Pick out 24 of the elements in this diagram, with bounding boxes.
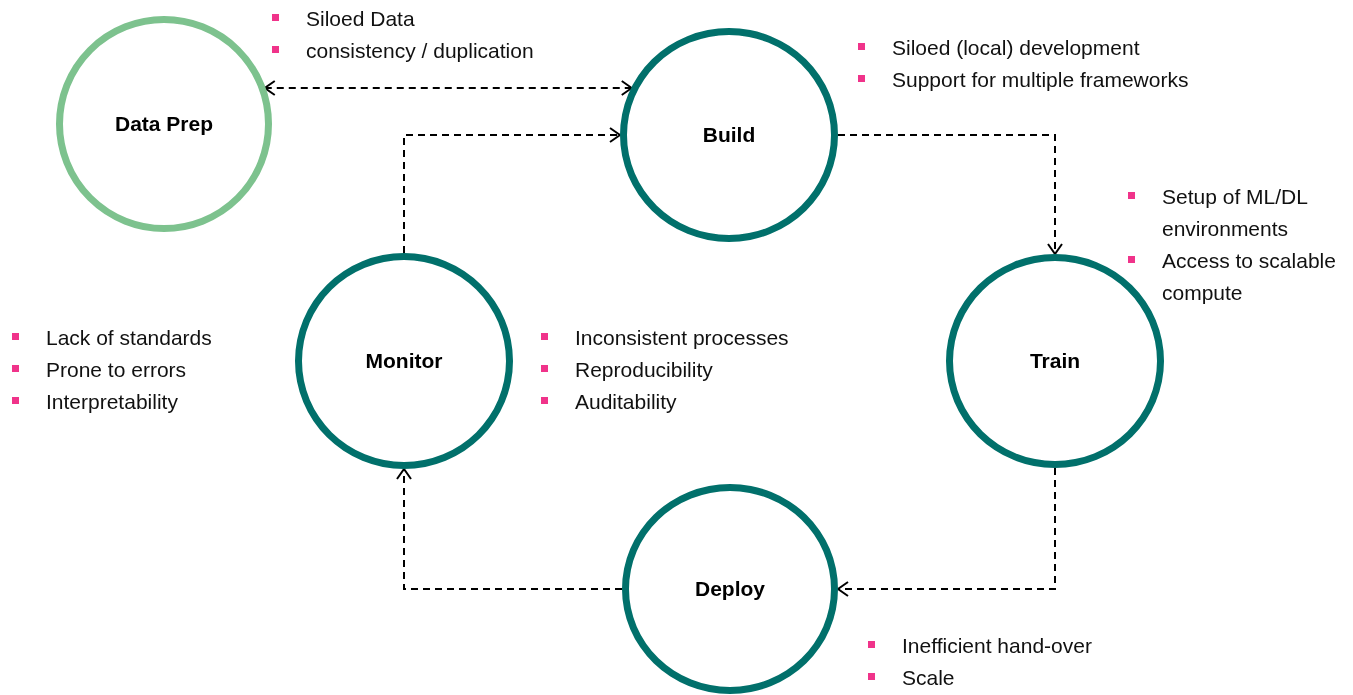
bullet-point: Siloed Data bbox=[272, 3, 592, 35]
stage-label: Data Prep bbox=[114, 112, 213, 136]
bullet-point: Auditability bbox=[541, 386, 841, 418]
dashed-arrow bbox=[837, 134, 1063, 255]
bullet-point: Prone to errors bbox=[12, 354, 272, 386]
dashed-arrow bbox=[837, 467, 1056, 597]
bullet-point: Lack of standards bbox=[12, 322, 272, 354]
bullet-point: Access to scalable compute bbox=[1128, 245, 1350, 309]
stage-label: Monitor bbox=[365, 349, 443, 373]
bullet-point: Scale bbox=[868, 662, 1168, 694]
dashed-arrow bbox=[403, 127, 621, 254]
bullet-point: Inefficient hand-over bbox=[868, 630, 1168, 662]
dashed-arrow bbox=[263, 80, 633, 96]
bullet-point: Setup of ML/DL environments bbox=[1128, 181, 1350, 245]
bullet-point: Reproducibility bbox=[541, 354, 841, 386]
dashed-arrow bbox=[396, 468, 623, 590]
stage-label: Build bbox=[702, 123, 756, 147]
bullet-point: Siloed (local) development bbox=[858, 32, 1258, 64]
bullet-point: Support for multiple frameworks bbox=[858, 64, 1258, 96]
stage-label: Train bbox=[1029, 349, 1081, 373]
stage-label: Deploy bbox=[695, 577, 765, 601]
bullet-point: Inconsistent processes bbox=[541, 322, 841, 354]
bullet-point: Interpretability bbox=[12, 386, 272, 418]
bullet-point: consistency / duplication bbox=[272, 35, 592, 67]
